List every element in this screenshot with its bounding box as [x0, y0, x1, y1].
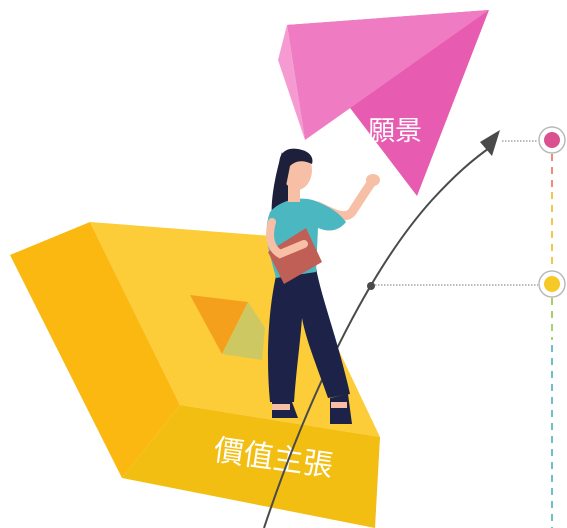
- arrow-head-icon: [480, 130, 500, 156]
- vision-label: 願景: [368, 116, 422, 147]
- timeline-dot-icon: [538, 270, 566, 298]
- value-proposition-block: 價值主張: [10, 222, 380, 528]
- arrow-node-icon: [367, 282, 375, 290]
- timeline-dot-icon: [538, 126, 566, 154]
- growth-arrow: [263, 130, 500, 528]
- vision-prism: 願景: [278, 10, 489, 196]
- woman-figure: [266, 148, 380, 424]
